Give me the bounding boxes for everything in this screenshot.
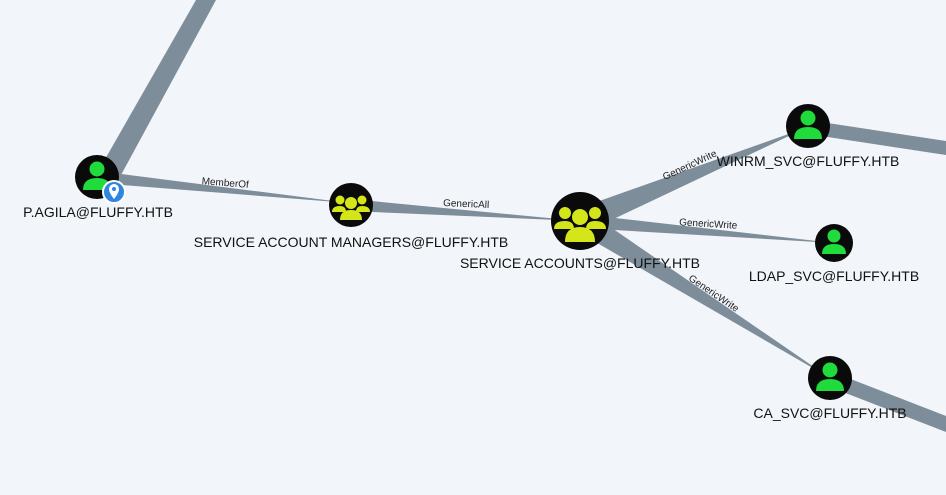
edge-genericall[interactable]: GenericAll [350, 198, 580, 221]
node-ldap-svc[interactable]: LDAP_SVC@FLUFFY.HTB [749, 224, 919, 284]
edge-line [97, 171, 349, 203]
node-label: WINRM_SVC@FLUFFY.HTB [717, 153, 900, 169]
group-icon [332, 195, 370, 220]
node-pagila[interactable]: P.AGILA@FLUFFY.HTB [23, 155, 173, 220]
node-ca-svc[interactable]: CA_SVC@FLUFFY.HTB [753, 356, 907, 421]
edge-genericwrite-ldap[interactable]: GenericWrite [580, 214, 834, 243]
group-icon [554, 207, 606, 242]
user-icon [816, 362, 844, 391]
user-icon [794, 110, 822, 139]
node-label: LDAP_SVC@FLUFFY.HTB [749, 268, 919, 284]
node-service-account-managers[interactable]: SERVICE ACCOUNT MANAGERS@FLUFFY.HTB [194, 183, 509, 250]
edge-line [574, 127, 808, 232]
location-pin-icon [102, 180, 126, 204]
offscreen-edge-ca [830, 371, 946, 432]
node-winrm-svc[interactable]: WINRM_SVC@FLUFFY.HTB [717, 104, 900, 169]
edge-line [350, 199, 580, 221]
edge-line [580, 214, 834, 243]
edge-label: GenericAll [443, 198, 490, 211]
edge-line [573, 211, 830, 378]
node-label: SERVICE ACCOUNT MANAGERS@FLUFFY.HTB [194, 234, 509, 250]
edge-genericwrite-ca[interactable]: GenericWrite [573, 211, 830, 378]
user-icon [822, 229, 846, 254]
offscreen-edge-winrm [808, 120, 946, 155]
offscreen-edge-top [96, 0, 216, 175]
edge-memberof[interactable]: MemberOf [97, 171, 349, 203]
node-label: P.AGILA@FLUFFY.HTB [23, 204, 173, 220]
edge-genericwrite-winrm[interactable]: GenericWrite [574, 127, 808, 232]
node-service-accounts[interactable]: SERVICE ACCOUNTS@FLUFFY.HTB [460, 192, 700, 271]
edge-label: GenericWrite [679, 217, 738, 232]
edge-label: MemberOf [201, 176, 249, 191]
node-label: SERVICE ACCOUNTS@FLUFFY.HTB [460, 255, 700, 271]
node-label: CA_SVC@FLUFFY.HTB [753, 405, 906, 421]
